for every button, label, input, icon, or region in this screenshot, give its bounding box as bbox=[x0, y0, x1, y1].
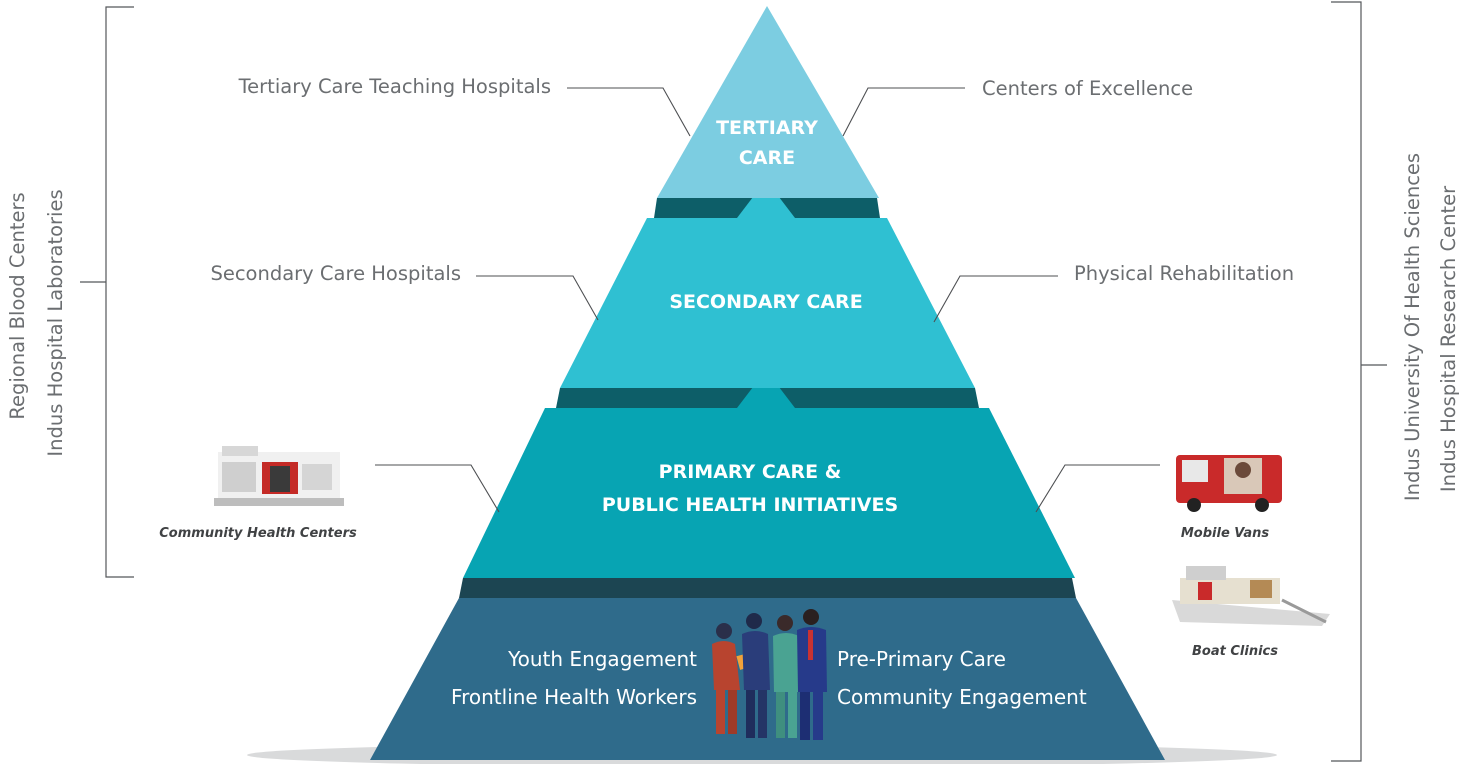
right-bracket bbox=[1331, 1, 1362, 762]
left-bracket-line2: Indus Hospital Laboratories bbox=[44, 189, 67, 456]
caption-community-health-centers: Community Health Centers bbox=[159, 526, 357, 541]
callout-tertiary-right: Centers of Excellence bbox=[982, 77, 1193, 100]
boat-clinic-image bbox=[1172, 566, 1330, 626]
leader-tertiary-right bbox=[842, 87, 965, 137]
base-right-line1: Pre-Primary Care bbox=[837, 647, 1006, 671]
pyramid-primary-peak bbox=[737, 370, 795, 408]
secondary-label: SECONDARY CARE bbox=[669, 291, 862, 313]
left-bracket-line1: Regional Blood Centers bbox=[6, 192, 29, 419]
left-bracket bbox=[105, 6, 134, 578]
base-right-line2: Community Engagement bbox=[837, 685, 1087, 709]
tertiary-label-line1: TERTIARY bbox=[716, 117, 818, 139]
right-bracket-line1: Indus University Of Health Sciences bbox=[1401, 153, 1424, 501]
pyramid-base-band bbox=[459, 578, 1076, 598]
caption-mobile-vans: Mobile Vans bbox=[1181, 526, 1270, 541]
right-bracket-line2: Indus Hospital Research Center bbox=[1437, 185, 1460, 492]
pyramid-level-tertiary bbox=[657, 6, 879, 198]
mobile-van-image bbox=[1176, 455, 1282, 512]
callout-secondary-right: Physical Rehabilitation bbox=[1074, 262, 1294, 285]
pyramid-level-secondary bbox=[560, 218, 975, 388]
leader-tertiary-left bbox=[567, 87, 691, 137]
pyramid-secondary-peak bbox=[737, 180, 795, 218]
base-left-line1: Youth Engagement bbox=[507, 647, 697, 671]
primary-label-line2: PUBLIC HEALTH INITIATIVES bbox=[602, 494, 898, 516]
leader-primary-left bbox=[375, 464, 500, 513]
leader-secondary-left bbox=[476, 275, 599, 321]
callout-secondary-left: Secondary Care Hospitals bbox=[210, 262, 461, 285]
people-group-illustration bbox=[712, 609, 827, 740]
caption-boat-clinics: Boat Clinics bbox=[1192, 644, 1278, 659]
community-health-center-image bbox=[214, 446, 344, 506]
leader-secondary-right bbox=[933, 275, 1058, 323]
tertiary-label-line2: CARE bbox=[739, 147, 795, 169]
base-left-line2: Frontline Health Workers bbox=[451, 685, 697, 709]
primary-label-line1: PRIMARY CARE & bbox=[659, 461, 842, 483]
callout-tertiary-left: Tertiary Care Teaching Hospitals bbox=[238, 75, 551, 98]
leader-primary-right bbox=[1035, 464, 1160, 513]
pyramid-level-primary bbox=[463, 408, 1075, 578]
